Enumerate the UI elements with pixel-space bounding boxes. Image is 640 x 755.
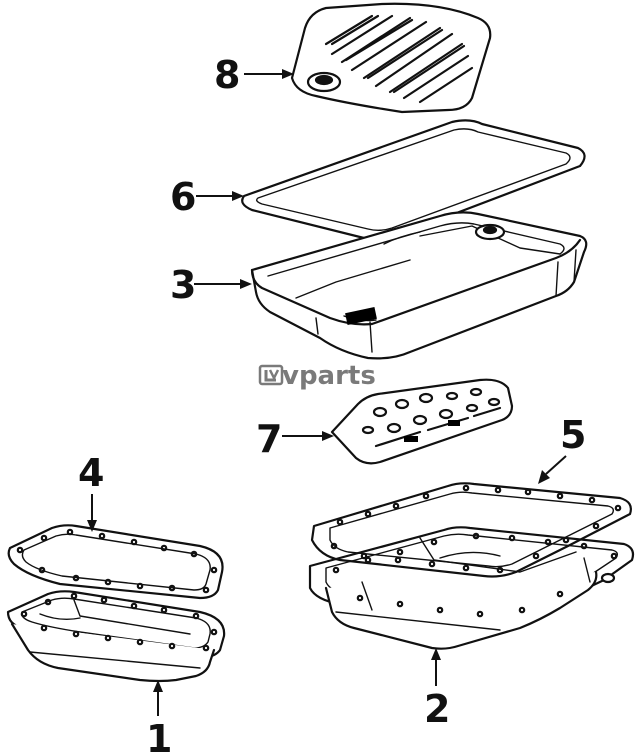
- callout-5: 5: [560, 413, 586, 457]
- lv-logo-icon: [258, 364, 284, 386]
- leader-line-6: [196, 191, 244, 201]
- watermark-brand-text: vparts: [282, 361, 376, 391]
- leader-line-7: [282, 431, 334, 441]
- callout-6: 6: [170, 175, 196, 219]
- callout-7: 7: [256, 417, 282, 461]
- part-7-filter-screen[interactable]: [330, 378, 514, 465]
- callout-2: 2: [424, 687, 450, 731]
- leader-line-8: [244, 69, 294, 79]
- callout-4: 4: [78, 451, 104, 495]
- part-2-lower-oil-pan[interactable]: [308, 526, 635, 650]
- leader-line-5: [538, 455, 567, 484]
- leader-line-4: [87, 494, 97, 532]
- part-3-oil-pan[interactable]: [250, 211, 588, 360]
- leader-line-3: [194, 279, 252, 289]
- part-8-filter[interactable]: [290, 2, 492, 114]
- leader-line-1: [153, 680, 163, 716]
- part-4-small-pan-gasket[interactable]: [7, 524, 224, 600]
- leader-line-2: [431, 648, 441, 686]
- callout-1: 1: [146, 717, 172, 755]
- callout-3: 3: [170, 263, 196, 307]
- part-1-small-oil-pan[interactable]: [6, 590, 226, 683]
- part-6-pan-gasket[interactable]: [241, 119, 586, 241]
- part-5-lower-pan-gasket[interactable]: [310, 482, 632, 578]
- callout-8: 8: [214, 53, 240, 97]
- watermark: vparts: [258, 361, 376, 391]
